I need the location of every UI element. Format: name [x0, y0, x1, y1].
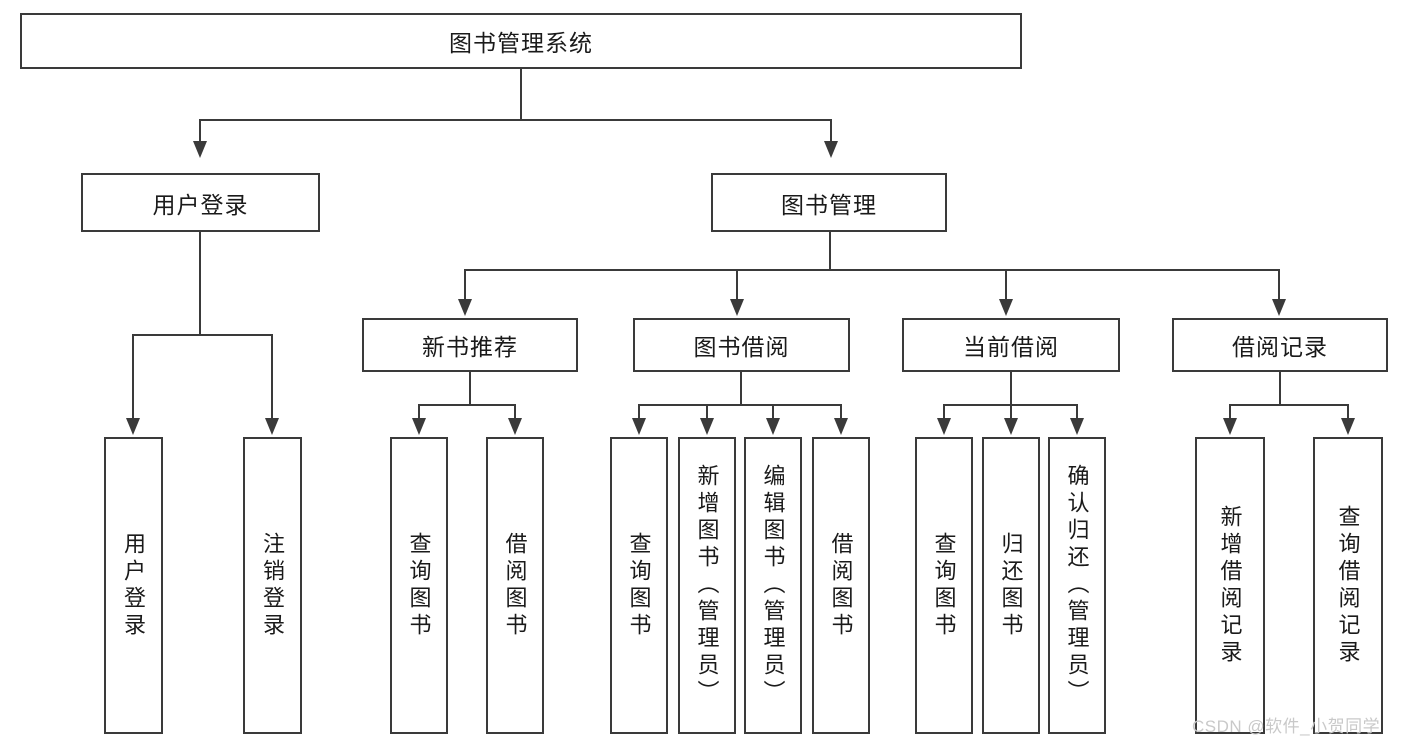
arrow-to-new-book-recommend — [458, 299, 472, 316]
connector-bb-stem — [740, 372, 742, 406]
connector-user-login-drop-2 — [271, 334, 273, 420]
connector-cb-drop-2 — [1010, 404, 1012, 420]
leaf-label: 注销登录 — [260, 531, 286, 640]
leaf-label: 查询图书 — [931, 531, 957, 640]
arrow-to-leaf-br-1 — [1223, 418, 1237, 435]
csdn-watermark: CSDN @软件_小贺同学 — [1192, 717, 1381, 736]
leaf-label: 查询借阅记录 — [1335, 504, 1361, 667]
connector-bm-drop-3 — [1005, 269, 1007, 301]
node-user-login[interactable]: 用户登录 — [81, 173, 320, 232]
node-current-borrow[interactable]: 当前借阅 — [902, 318, 1120, 372]
leaf-bb-edit-book-admin[interactable]: 编辑图书（管理员） — [744, 437, 802, 734]
leaf-label: 查询图书 — [626, 531, 652, 640]
arrow-to-leaf-logout — [265, 418, 279, 435]
arrow-to-leaf-bb-4 — [834, 418, 848, 435]
arrow-to-user-login — [193, 141, 207, 158]
connector-bm-drop-4 — [1278, 269, 1280, 301]
connector-bb-drop-1 — [638, 404, 640, 420]
leaf-bb-query-book[interactable]: 查询图书 — [610, 437, 668, 734]
node-borrow-records[interactable]: 借阅记录 — [1172, 318, 1388, 372]
leaf-nbr-query-book[interactable]: 查询图书 — [390, 437, 448, 734]
connector-br-drop-1 — [1229, 404, 1231, 420]
connector-nbr-stem — [469, 372, 471, 406]
connector-br-stem — [1279, 372, 1281, 406]
arrow-to-borrow-records — [1272, 299, 1286, 316]
leaf-label: 确认归还（管理员） — [1064, 464, 1090, 707]
connector-bb-drop-2 — [706, 404, 708, 420]
connector-bb-bus — [638, 404, 841, 406]
connector-root-stem — [520, 69, 522, 120]
connector-cb-drop-1 — [943, 404, 945, 420]
connector-cb-drop-3 — [1076, 404, 1078, 420]
arrow-to-leaf-nbr-2 — [508, 418, 522, 435]
connector-root-drop-2 — [830, 119, 832, 143]
connector-nbr-bus — [418, 404, 516, 406]
arrow-to-leaf-user-login — [126, 418, 140, 435]
connector-bm-drop-1 — [464, 269, 466, 301]
connector-book-management-bus — [464, 269, 1280, 271]
arrow-to-leaf-br-2 — [1341, 418, 1355, 435]
arrow-to-book-borrow — [730, 299, 744, 316]
connector-root-bus — [199, 119, 832, 121]
connector-user-login-stem — [199, 232, 201, 335]
leaf-cb-query-book[interactable]: 查询图书 — [915, 437, 973, 734]
leaf-label: 归还图书 — [998, 531, 1024, 640]
leaf-cb-return-book[interactable]: 归还图书 — [982, 437, 1040, 734]
arrow-to-leaf-nbr-1 — [412, 418, 426, 435]
leaf-label: 查询图书 — [406, 531, 432, 640]
arrow-to-leaf-bb-3 — [766, 418, 780, 435]
leaf-bb-borrow-book[interactable]: 借阅图书 — [812, 437, 870, 734]
arrow-to-leaf-cb-2 — [1004, 418, 1018, 435]
node-new-book-recommend[interactable]: 新书推荐 — [362, 318, 578, 372]
connector-cb-stem — [1010, 372, 1012, 406]
node-root-book-management-system[interactable]: 图书管理系统 — [20, 13, 1022, 69]
connector-root-drop-1 — [199, 119, 201, 143]
leaf-bb-add-book-admin[interactable]: 新增图书（管理员） — [678, 437, 736, 734]
leaf-nbr-borrow-book[interactable]: 借阅图书 — [486, 437, 544, 734]
connector-bb-drop-4 — [840, 404, 842, 420]
leaf-label: 新增图书（管理员） — [694, 464, 720, 707]
arrow-to-leaf-bb-1 — [632, 418, 646, 435]
arrow-to-current-borrow — [999, 299, 1013, 316]
connector-book-management-stem — [829, 232, 831, 271]
leaf-logout[interactable]: 注销登录 — [243, 437, 302, 734]
leaf-user-login[interactable]: 用户登录 — [104, 437, 163, 734]
connector-nbr-drop-1 — [418, 404, 420, 420]
leaf-label: 新增借阅记录 — [1217, 504, 1243, 667]
arrow-to-leaf-cb-3 — [1070, 418, 1084, 435]
leaf-label: 借阅图书 — [828, 531, 854, 640]
leaf-cb-confirm-return-admin[interactable]: 确认归还（管理员） — [1048, 437, 1106, 734]
connector-br-bus — [1229, 404, 1348, 406]
connector-bb-drop-3 — [772, 404, 774, 420]
leaf-label: 编辑图书（管理员） — [760, 464, 786, 707]
connector-user-login-drop-1 — [132, 334, 134, 420]
arrow-to-leaf-bb-2 — [700, 418, 714, 435]
arrow-to-book-management — [824, 141, 838, 158]
connector-user-login-bus — [132, 334, 271, 336]
connector-nbr-drop-2 — [514, 404, 516, 420]
leaf-br-query-record[interactable]: 查询借阅记录 — [1313, 437, 1383, 734]
connector-br-drop-2 — [1347, 404, 1349, 420]
leaf-br-add-record[interactable]: 新增借阅记录 — [1195, 437, 1265, 734]
leaf-label: 用户登录 — [121, 531, 147, 640]
arrow-to-leaf-cb-1 — [937, 418, 951, 435]
node-book-management[interactable]: 图书管理 — [711, 173, 947, 232]
node-book-borrow[interactable]: 图书借阅 — [633, 318, 850, 372]
leaf-label: 借阅图书 — [502, 531, 528, 640]
connector-bm-drop-2 — [736, 269, 738, 301]
